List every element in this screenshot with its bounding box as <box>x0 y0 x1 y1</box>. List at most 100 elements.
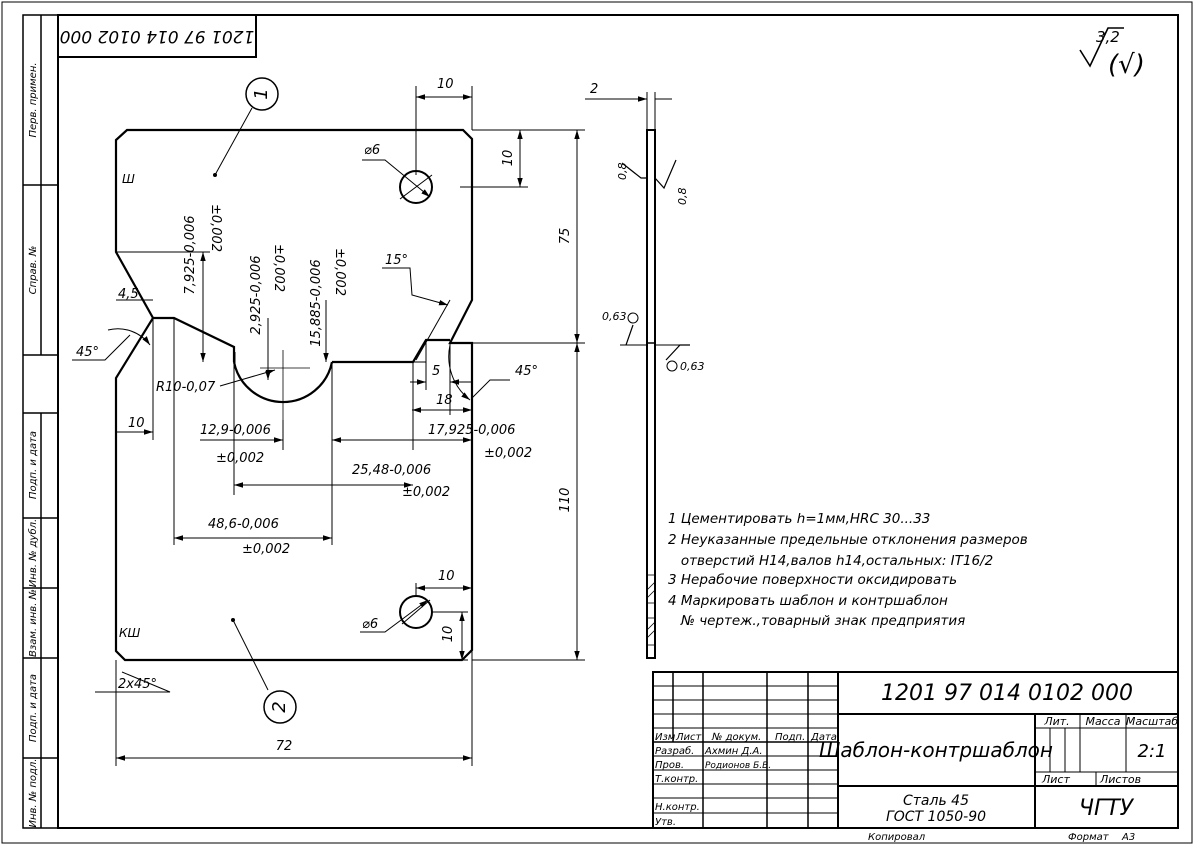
dim-2x45: 2x45° <box>118 677 157 692</box>
balloon-bottom: 2 <box>269 701 290 712</box>
side-label-inv-dubl: Инв. № дубл. <box>27 519 39 587</box>
dim-72: 72 <box>276 739 293 754</box>
dim-15885: 15,885-0,006 <box>309 259 324 346</box>
balloon-dots <box>213 173 235 622</box>
tb-header-date: Дата <box>810 732 837 743</box>
dim-phi6-bot: ⌀6 <box>362 617 378 632</box>
tb-role-razrab: Разраб. <box>655 745 694 757</box>
side-view <box>585 92 690 659</box>
dim-10-top: 10 <box>437 77 454 92</box>
title-block <box>652 671 1179 829</box>
dim-2925-tol: ±0,002 <box>271 244 286 292</box>
template-outline <box>114 128 474 662</box>
tb-mass-label: Масса <box>1085 715 1120 728</box>
rotated-number-box: 1201 97 014 0102 000 <box>57 14 257 58</box>
drawing-title: Шаблон-контршаблон <box>819 738 1053 762</box>
balloon-top: 1 <box>251 88 272 99</box>
dim-4-5: 4,5 <box>118 287 139 302</box>
dim-75: 75 <box>558 228 573 245</box>
dim-45-right: 45° <box>515 364 538 379</box>
surface-063-a: 0,63 <box>602 310 627 323</box>
dimension-lines <box>72 86 585 766</box>
note-1: 1 Цементировать h=1мм,HRC 30...33 <box>668 511 930 527</box>
side-label-perv: Перв. примен. <box>28 62 39 137</box>
dim-phi6-top: ⌀6 <box>364 143 380 158</box>
side-label-podp1: Подп. и дата <box>28 431 39 499</box>
tb-sheets-label: Листов <box>1099 773 1141 786</box>
side-view-texts: 0,8 0,8 0,63 0,63 <box>602 163 705 374</box>
note-4-cont: № чертеж.,товарный знак предприятия <box>668 613 965 629</box>
tb-scale-label: Масштаб <box>1126 715 1178 728</box>
organization: ЧГТУ <box>1079 796 1135 821</box>
scale-value: 2:1 <box>1138 741 1167 762</box>
dim-15885-tol: ±0,002 <box>332 248 347 296</box>
tb-role-prov: Пров. <box>655 760 684 771</box>
side-label-sprav: Справ. № <box>28 246 39 295</box>
drawing-number: 1201 97 014 0102 000 <box>881 681 1133 706</box>
mark-sh: Ш <box>122 172 135 186</box>
surface-063-b: 0,63 <box>680 360 705 373</box>
note-3: 3 Нерабочие поверхности оксидировать <box>668 572 957 588</box>
tb-header-izm: Изм <box>655 732 676 743</box>
dim-r10: R10-0,07 <box>156 380 216 395</box>
dim-10-bot-v: 10 <box>441 626 456 643</box>
side-label-inv-podl: Инв. № подл. <box>28 759 39 828</box>
side-label-vzam: Взам. инв. № <box>28 589 39 657</box>
dim-2: 2 <box>590 82 598 97</box>
dim-5: 5 <box>432 364 440 379</box>
dim-10-right: 10 <box>501 150 516 167</box>
tb-role-tkontr: Т.контр. <box>655 774 698 785</box>
tb-role-nkontr: Н.контр. <box>655 802 700 813</box>
dim-129-tol: ±0,002 <box>216 451 264 466</box>
copied-label: Копировал <box>868 832 926 843</box>
technical-notes: 1 Цементировать h=1мм,HRC 30...33 2 Неук… <box>668 511 1028 629</box>
tb-name-razrab: Ахмин Д.А. <box>704 746 763 757</box>
dim-7925: 7,925-0,006 <box>183 215 198 294</box>
side-strip <box>22 14 59 829</box>
note-4: 4 Маркировать шаблон и контршаблон <box>668 593 948 609</box>
dim-10-left: 10 <box>128 416 145 431</box>
dim-18: 18 <box>436 393 453 408</box>
roughness-value: 3,2 <box>1096 28 1120 46</box>
dim-129: 12,9-0,006 <box>200 423 271 438</box>
working-profile-detail <box>234 299 451 363</box>
tb-header-docnum: № докум. <box>711 732 761 743</box>
dim-45-left: 45° <box>76 345 99 360</box>
dim-110: 110 <box>558 488 573 513</box>
note-2: 2 Неуказанные предельные отклонения разм… <box>668 532 1028 548</box>
dim-10-bot-h: 10 <box>438 569 455 584</box>
roughness-symbol: 3,2 (√) <box>1079 27 1145 80</box>
tb-lit-label: Лит. <box>1043 715 1069 728</box>
dim-2548-tol: ±0,002 <box>402 485 450 500</box>
dimension-texts: 10 10 ⌀6 75 110 72 10 10 ⌀6 2 10 5 18 4,… <box>76 77 598 754</box>
dim-486: 48,6-0,006 <box>208 517 279 532</box>
dim-7925-tol: ±0,002 <box>208 204 223 252</box>
title-block-texts: Изм Лист № докум. Подп. Дата Разраб. Ахм… <box>655 732 837 828</box>
side-label-podp2: Подп. и дата <box>28 674 39 742</box>
material-line2: ГОСТ 1050-90 <box>886 809 986 825</box>
dim-2925: 2,925-0,006 <box>249 255 264 334</box>
format-value: А3 <box>1121 832 1135 843</box>
tb-header-podp: Подп. <box>775 732 805 743</box>
roughness-paren: (√) <box>1108 50 1145 80</box>
material-line1: Сталь 45 <box>903 793 969 809</box>
note-2-cont: отверстий Н14,валов h14,остальных: IT16/… <box>668 553 993 569</box>
tb-role-utv: Утв. <box>655 817 676 828</box>
format-label: Формат <box>1068 832 1110 843</box>
dim-17925-tol: ±0,002 <box>484 446 532 461</box>
surface-08-b: 0,8 <box>676 188 689 206</box>
dim-15: 15° <box>385 253 408 268</box>
balloons <box>245 77 297 724</box>
dim-17925: 17,925-0,006 <box>428 423 515 438</box>
rotated-drawing-number: 1201 97 014 0102 000 <box>60 26 255 46</box>
dim-2548: 25,48-0,006 <box>352 463 431 478</box>
mark-ksh: КШ <box>119 626 141 640</box>
dim-486-tol: ±0,002 <box>242 542 290 557</box>
tb-header-list: Лист <box>675 732 703 743</box>
side-strip-labels: Перв. примен. Справ. № Подп. и дата Инв.… <box>27 62 39 827</box>
surface-08-a: 0,8 <box>616 163 629 181</box>
tb-sheet-label: Лист <box>1041 773 1070 786</box>
tb-name-prov: Родионов Б.В. <box>705 761 771 771</box>
